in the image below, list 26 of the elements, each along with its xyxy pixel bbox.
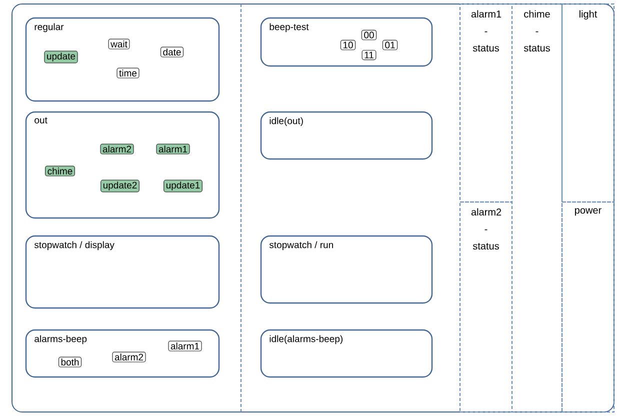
substate-box: wait	[108, 38, 130, 50]
substate-box: 11	[362, 50, 376, 60]
substate-box: alarm2	[112, 352, 146, 362]
substate-box: 00	[361, 30, 377, 40]
state-box: idle(alarms-beep)	[260, 329, 433, 378]
region-panel: power	[562, 202, 614, 412]
substate-box: date	[160, 46, 184, 58]
substate-box: update2	[100, 180, 140, 192]
substate-box: 01	[382, 40, 398, 50]
state-box: stopwatch / display	[25, 235, 220, 309]
region-panel: alarm2 - status	[460, 202, 512, 412]
region-panel: alarm1 - status	[460, 4, 512, 202]
region-panel: light	[562, 4, 614, 202]
substate-box: alarm2	[100, 144, 134, 154]
substate-box: alarm1	[168, 340, 202, 352]
region-panel: chime - status	[512, 4, 562, 412]
substate-box: chime	[45, 166, 75, 176]
substate-box: update1	[164, 180, 202, 192]
state-box: stopwatch / run	[260, 235, 433, 304]
substate-box: alarm1	[156, 144, 190, 154]
substate-box: 10	[340, 40, 356, 50]
substate-box: both	[58, 356, 82, 368]
state-box: idle(out)	[260, 111, 433, 160]
substate-box: time	[116, 68, 140, 78]
substate-box: update	[44, 50, 78, 64]
diagram-frame	[12, 4, 614, 412]
